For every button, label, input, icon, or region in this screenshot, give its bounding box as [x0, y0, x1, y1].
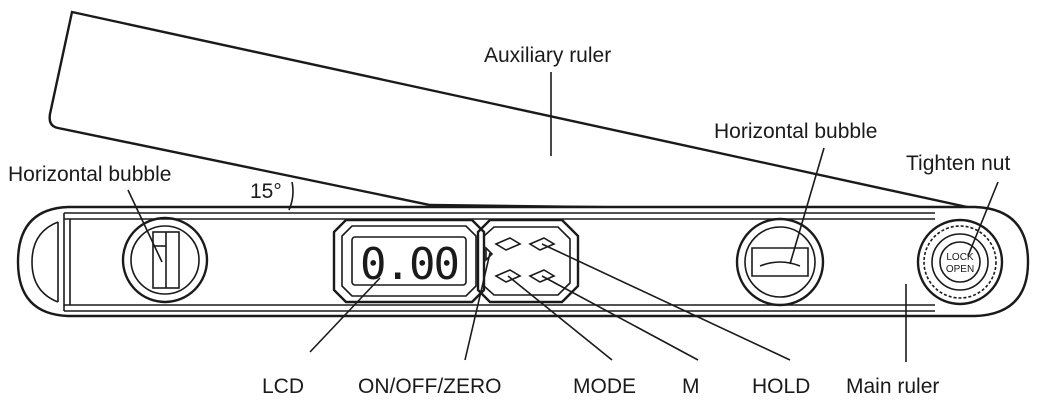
auxiliary-ruler — [48, 10, 991, 214]
nut-lock-text: LOCK — [946, 252, 974, 263]
label-horizontal-bubble-left: Horizontal bubble — [8, 163, 171, 186]
lcd-display-value: 0.00 — [360, 239, 458, 290]
label-hold: HOLD — [752, 375, 810, 398]
label-lcd: LCD — [262, 375, 304, 398]
leader-on-off — [464, 252, 491, 361]
leader-hold — [541, 243, 791, 361]
label-m: M — [682, 375, 700, 398]
lcd-panel: 0.00 — [332, 218, 486, 304]
leader-mode — [507, 275, 613, 361]
tighten-nut[interactable]: LOCK OPEN — [916, 218, 1004, 306]
leader-m — [541, 275, 699, 361]
label-auxiliary-ruler: Auxiliary ruler — [484, 44, 611, 67]
label-on-off-zero: ON/OFF/ZERO — [358, 375, 502, 398]
label-tighten-nut: Tighten nut — [906, 152, 1010, 175]
nut-open-text: OPEN — [946, 264, 974, 275]
angle-arc — [288, 181, 294, 211]
leader-bubble-right — [789, 147, 825, 265]
main-ruler — [16, 205, 1030, 318]
left-horizontal-bubble — [121, 216, 209, 304]
label-horizontal-bubble-right: Horizontal bubble — [714, 120, 877, 143]
hold-button[interactable] — [528, 237, 556, 251]
leader-lcd — [309, 277, 381, 353]
m-button[interactable] — [528, 269, 556, 283]
leader-bubble-left — [127, 189, 163, 263]
zero-button[interactable] — [494, 237, 522, 251]
mode-button[interactable] — [494, 269, 522, 283]
leader-nut — [967, 181, 999, 257]
right-horizontal-bubble — [735, 217, 825, 307]
label-angle: 15° — [250, 180, 282, 203]
label-main-ruler: Main ruler — [846, 375, 939, 398]
label-mode: MODE — [573, 375, 636, 398]
